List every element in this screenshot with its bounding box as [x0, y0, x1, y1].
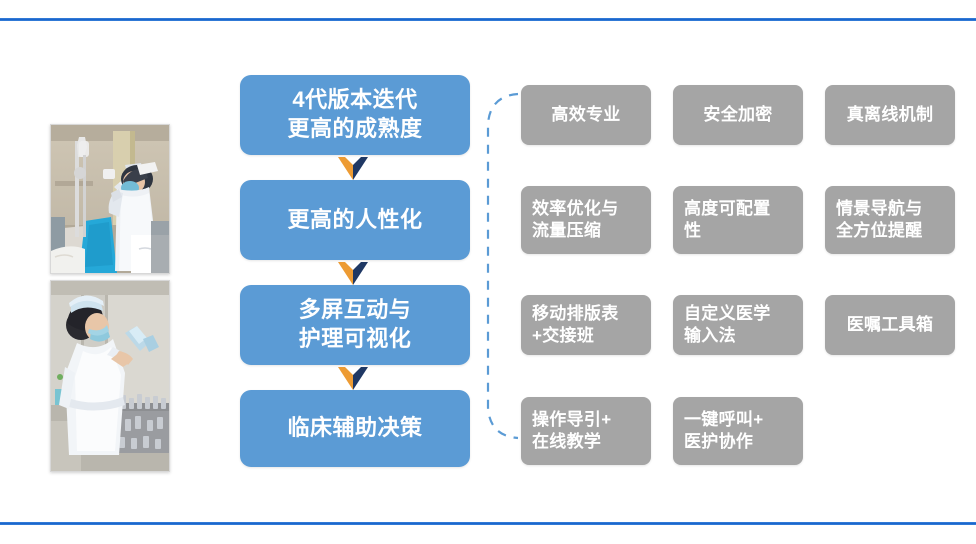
process-step-1[interactable]: 更高的人性化	[240, 180, 470, 260]
feature-box-1-1-label: 高度可配置 性	[684, 198, 771, 240]
feature-box-2-0[interactable]: 移动排版表 +交接班	[521, 295, 651, 355]
process-step-0[interactable]: 4代版本迭代 更高的成熟度	[240, 75, 470, 155]
feature-box-1-0-label: 效率优化与 流量压缩	[532, 198, 619, 240]
top-divider-rule	[0, 18, 976, 21]
feature-box-3-1-label: 一键呼叫+ 医护协作	[684, 409, 764, 451]
process-step-1-label: 更高的人性化	[287, 206, 423, 232]
feature-box-0-0-label: 高效专业	[551, 104, 621, 124]
nurse-scanning-iv-bag-photo	[50, 124, 170, 274]
feature-box-2-2-label: 医嘱工具箱	[846, 314, 934, 334]
process-step-2[interactable]: 多屏互动与 护理可视化	[240, 285, 470, 365]
feature-box-1-2-label: 情景导航与 全方位提醒	[836, 198, 923, 240]
process-step-2-label: 多屏互动与 护理可视化	[298, 297, 412, 351]
feature-box-0-0[interactable]: 高效专业	[521, 85, 651, 145]
feature-box-3-0-label: 操作导引+ 在线教学	[532, 409, 612, 451]
feature-box-2-1-label: 自定义医学 输入法	[684, 303, 771, 345]
process-step-3-label: 临床辅助决策	[287, 415, 423, 441]
feature-box-2-2[interactable]: 医嘱工具箱	[825, 295, 955, 355]
process-step-3[interactable]: 临床辅助决策	[240, 390, 470, 467]
feature-box-1-1[interactable]: 高度可配置 性	[673, 186, 803, 254]
feature-box-0-1-label: 安全加密	[703, 104, 773, 124]
feature-box-0-2-label: 真离线机制	[846, 104, 934, 124]
feature-box-0-1[interactable]: 安全加密	[673, 85, 803, 145]
chevron-down-icon	[338, 262, 368, 285]
chevron-down-icon	[338, 367, 368, 390]
feature-box-2-1[interactable]: 自定义医学 输入法	[673, 295, 803, 355]
feature-box-1-2[interactable]: 情景导航与 全方位提醒	[825, 186, 955, 254]
bottom-divider-rule	[0, 522, 976, 525]
feature-box-3-1[interactable]: 一键呼叫+ 医护协作	[673, 397, 803, 465]
feature-box-0-2[interactable]: 真离线机制	[825, 85, 955, 145]
process-step-0-label: 4代版本迭代 更高的成熟度	[287, 87, 423, 141]
feature-box-1-0[interactable]: 效率优化与 流量压缩	[521, 186, 651, 254]
chevron-down-icon	[338, 157, 368, 180]
dashed-brace-connector	[480, 88, 524, 444]
feature-box-2-0-label: 移动排版表 +交接班	[532, 303, 619, 345]
nurse-preparing-medication-photo	[50, 280, 170, 472]
feature-box-3-0[interactable]: 操作导引+ 在线教学	[521, 397, 651, 465]
